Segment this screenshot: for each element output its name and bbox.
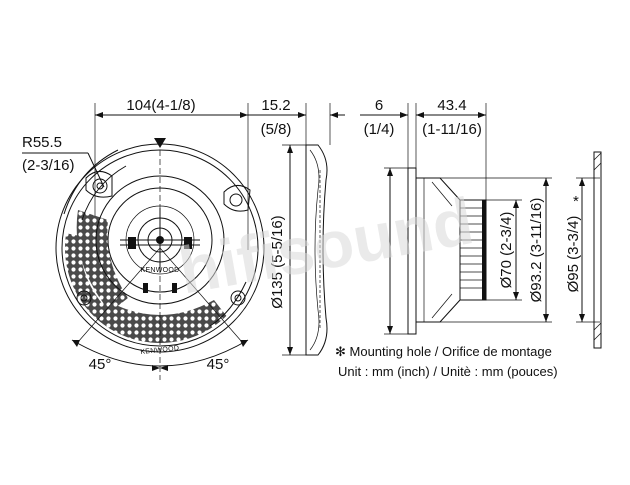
profile-depth-in: (1-11/16) xyxy=(422,121,482,138)
magnet-diameter-dimension: Ø70 (2-3/4) xyxy=(486,199,522,301)
width-label: 104(4-1/8) xyxy=(126,97,195,114)
radius-label-in: (2-3/16) xyxy=(22,157,75,174)
mounting-tab-right xyxy=(223,185,251,212)
profile-left-dimension xyxy=(384,167,408,335)
angle-dimension: 45° 45° xyxy=(71,247,249,373)
side-diameter-dimension: Ø135 (5-5/16) xyxy=(269,144,306,356)
terminal-plus xyxy=(172,283,177,293)
magnet-diameter-label: Ø70 (2-3/4) xyxy=(498,212,515,289)
terminal-minus xyxy=(143,283,148,293)
frame-diameter-label: Ø93.2 (3-11/16) xyxy=(528,198,545,303)
side-depth-in: (5/8) xyxy=(261,121,292,138)
angle-left-label: 45° xyxy=(89,356,112,373)
mounting-tab-top-left xyxy=(85,171,113,198)
flange-in: (1/4) xyxy=(364,121,395,138)
mounting-hole-note: ✻ Mounting hole / Orifice de montage xyxy=(335,344,552,359)
top-marker xyxy=(154,138,166,148)
radius-callout: R55.5 (2-3/16) xyxy=(22,134,105,188)
side-depth-mm: 15.2 xyxy=(261,97,290,114)
side-view: 15.2 (5/8) Ø135 (5-5/16) xyxy=(248,97,345,356)
flange-mm: 6 xyxy=(375,97,383,114)
watermark: hifisound xyxy=(173,183,478,307)
magnet-ribs xyxy=(460,207,486,289)
panel-hatch xyxy=(593,152,602,341)
side-diameter-label: Ø135 (5-5/16) xyxy=(269,215,286,308)
frame-diameter-dimension: Ø93.2 (3-11/16) xyxy=(440,177,552,323)
side-depth-dimension: 15.2 (5/8) xyxy=(248,97,345,145)
profile-view: 6 (1/4) 43.4 (1-11/16) xyxy=(360,97,552,335)
front-view: 104(4-1/8) R55.5 (2-3/16) xyxy=(22,97,265,380)
profile-magnet xyxy=(459,199,487,301)
hole-diameter-dimension: Ø95 (3-3/4) * xyxy=(565,177,596,323)
profile-depth-mm: 43.4 xyxy=(437,97,466,114)
width-dimension: 104(4-1/8) xyxy=(94,97,249,250)
side-profile xyxy=(305,144,328,356)
profile-top-dimension: 6 (1/4) 43.4 (1-11/16) xyxy=(360,97,487,200)
angle-right-label: 45° xyxy=(207,356,230,373)
hole-diameter-label: Ø95 (3-3/4) xyxy=(565,216,582,293)
mounting-panel xyxy=(593,151,602,349)
units-note: Unit : mm (inch) / Unitè : mm (pouces) xyxy=(338,364,558,379)
mounting-tab-bottom-left xyxy=(76,290,92,306)
hole-view: Ø95 (3-3/4) * xyxy=(565,151,602,349)
hole-asterisk: * xyxy=(573,193,579,210)
radius-label-mm: R55.5 xyxy=(22,134,62,151)
mounting-tab-bottom-right xyxy=(230,290,246,306)
